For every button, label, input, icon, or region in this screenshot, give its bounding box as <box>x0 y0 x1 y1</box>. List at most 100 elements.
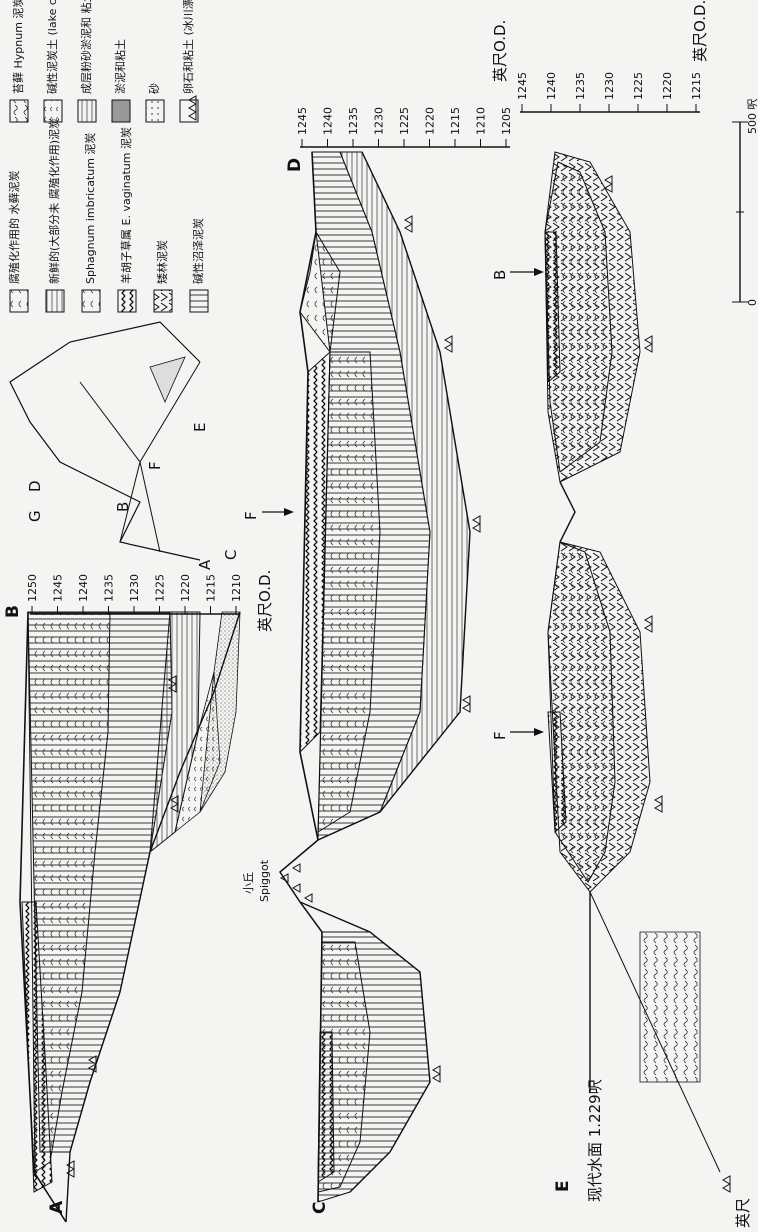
gravel-mark <box>463 696 470 712</box>
spiggot-label-en: Spiggot <box>258 859 271 902</box>
s2-axis-unit: 英尺O.D. <box>491 20 509 82</box>
axis-tick-label: 1225 <box>154 574 167 602</box>
legend: 腐殖化作用的 水藓泥炭 新鲜的(大部分未 腐殖化作用)泥炭 Sphagnum i… <box>7 0 208 312</box>
legend-swatch-mud-clay <box>112 100 130 122</box>
s1-axis-unit: 英尺O.D. <box>256 570 274 632</box>
axis-tick-label: 1230 <box>373 107 386 135</box>
s3-neck <box>560 482 575 542</box>
axis-tick-label: 1240 <box>322 107 335 135</box>
axis-tick-label: 1220 <box>424 107 437 135</box>
s3-axis-ticks: 1245 1240 1235 1230 1225 1220 1215 <box>516 72 703 112</box>
axis-tick-label: 1240 <box>77 574 90 602</box>
map-label-e: E <box>191 423 209 432</box>
axis-tick-label: 1205 <box>500 107 513 135</box>
axis-tick-label: 1235 <box>574 72 587 100</box>
legend-fresh-peat: 新鲜的(大部分未 腐殖化作用)泥炭 <box>47 118 61 284</box>
gravel-mark <box>473 516 480 532</box>
legend-swatch-laminated <box>78 100 96 122</box>
legend-mud-clay: 淤泥和粘土 <box>113 39 127 94</box>
scale-start: 0 <box>746 299 758 306</box>
axis-tick-label: 1230 <box>603 72 616 100</box>
s2-marker-f: F <box>242 511 260 520</box>
axis-tick-label: 1230 <box>128 574 141 602</box>
water-level-label: 现代水面 1.229呎 <box>586 1079 604 1202</box>
axis-tick-label: 1235 <box>103 574 116 602</box>
axis-tick-label: 1245 <box>296 107 309 135</box>
axis-tick-label: 1215 <box>449 107 462 135</box>
map-label-c: C <box>222 550 240 560</box>
map-label-d: D <box>26 480 44 492</box>
legend-swatch-eriophorum <box>118 290 136 312</box>
s3-hypnum-pit <box>640 932 700 1082</box>
location-map: A B C D E F G <box>10 322 240 570</box>
axis-tick-label: 1245 <box>52 574 65 602</box>
legend-swatch-moss-peat <box>10 290 28 312</box>
s1-axis-ticks: 1250 1245 1240 1235 1230 1225 1220 1215 1210 <box>26 574 243 614</box>
s2-axis-ticks: 1245 1240 1235 1230 1225 1220 1215 1210 1205 <box>296 107 513 147</box>
map-label-f: F <box>146 461 164 470</box>
legend-swatch-fresh-peat <box>46 290 64 312</box>
legend-sphagnum: Sphagnum imbricatum 泥炭 <box>84 133 97 284</box>
legend-moss-peat: 腐殖化作用的 水藓泥炭 <box>7 171 21 285</box>
section-a-b: A B 125012451240123512301225122012151210… <box>3 570 274 1222</box>
s3-axis: 1245 1240 1235 1230 1225 1220 1215 英尺O.D. <box>516 0 709 112</box>
s3-marker-b-arrowhead <box>534 268 544 276</box>
axis-tick-label: 1215 <box>205 574 218 602</box>
gravel-mark <box>405 216 412 232</box>
map-label-a: A <box>196 559 214 570</box>
s2-spiggot-hill <box>280 840 322 932</box>
legend-sand: 砂 <box>148 83 161 94</box>
legend-fen-peat: 碱性沼泽泥炭 <box>191 218 205 284</box>
legend-hypnum: 苔藓 Hypnum 泥炭 <box>11 0 25 94</box>
legend-gravel: 卵石和粘土 (冰川漂砾) <box>181 0 195 94</box>
section-e: E 现代水面 1.229呎 F B <box>491 0 758 1202</box>
section3-start-label: E <box>553 1180 573 1192</box>
axis-tick-label: 1235 <box>347 107 360 135</box>
s2-marker-f-arrowhead <box>284 508 294 516</box>
legend-swatch-sand <box>146 100 164 122</box>
gravel-mark <box>645 336 652 352</box>
section2-start-label: C <box>310 1202 330 1214</box>
corner-unit-label: 英尺 <box>734 1198 752 1228</box>
legend-swatch-sphagnum <box>82 290 100 312</box>
legend-swatch-lake-chalk <box>44 100 62 122</box>
legend-laminated: 成层粉砂淤泥和 粘土(粒粉图) <box>79 0 93 94</box>
axis-tick-label: 1245 <box>516 72 529 100</box>
section1-end-label: B <box>3 605 23 618</box>
legend-text: 腐殖化作用的 水藓泥炭 <box>7 171 21 285</box>
gravel-mark <box>445 336 452 352</box>
s3-marker-f: F <box>491 731 509 740</box>
axis-tick-label: 1225 <box>632 72 645 100</box>
map-label-b: B <box>114 502 132 512</box>
axis-tick-label: 1215 <box>690 72 703 100</box>
axis-tick-label: 1210 <box>475 107 488 135</box>
map-label-g: G <box>26 510 44 522</box>
gravel-mark <box>433 1066 440 1082</box>
axis-tick-label: 1250 <box>26 574 39 602</box>
legend-eriophorum: 羊胡子草属 E. vaginatum 泥炭 <box>119 127 133 284</box>
legend-swatch-fen-peat <box>190 290 208 312</box>
gravel-mark <box>655 796 662 812</box>
legend-lake-chalk: 碱性泥炭土 (lake chalk) <box>45 0 59 94</box>
axis-tick-label: 1220 <box>179 574 192 602</box>
s2-axis: 1245 1240 1235 1230 1225 1220 1215 1210 1205 英尺O… <box>296 20 513 147</box>
scale-bar: 0 500 呎 <box>732 99 758 307</box>
axis-tick-label: 1210 <box>230 574 243 602</box>
legend-swatch-wood-peat <box>154 290 172 312</box>
axis-tick-label: 1225 <box>398 107 411 135</box>
legend-swatch-hypnum <box>10 100 28 122</box>
s3-marker-b: B <box>491 270 509 280</box>
legend-wood-peat: 矮林泥炭 <box>155 240 169 284</box>
s3-gravel-deep <box>723 1176 730 1192</box>
axis-tick-label: 1220 <box>661 72 674 100</box>
scale-end: 500 呎 <box>746 99 758 135</box>
s3-axis-unit: 英尺O.D. <box>691 0 709 62</box>
axis-tick-label: 1240 <box>545 72 558 100</box>
section2-end-label: D <box>285 158 305 172</box>
gravel-mark <box>645 616 652 632</box>
spiggot-label-cn: 小丘 <box>242 872 255 894</box>
